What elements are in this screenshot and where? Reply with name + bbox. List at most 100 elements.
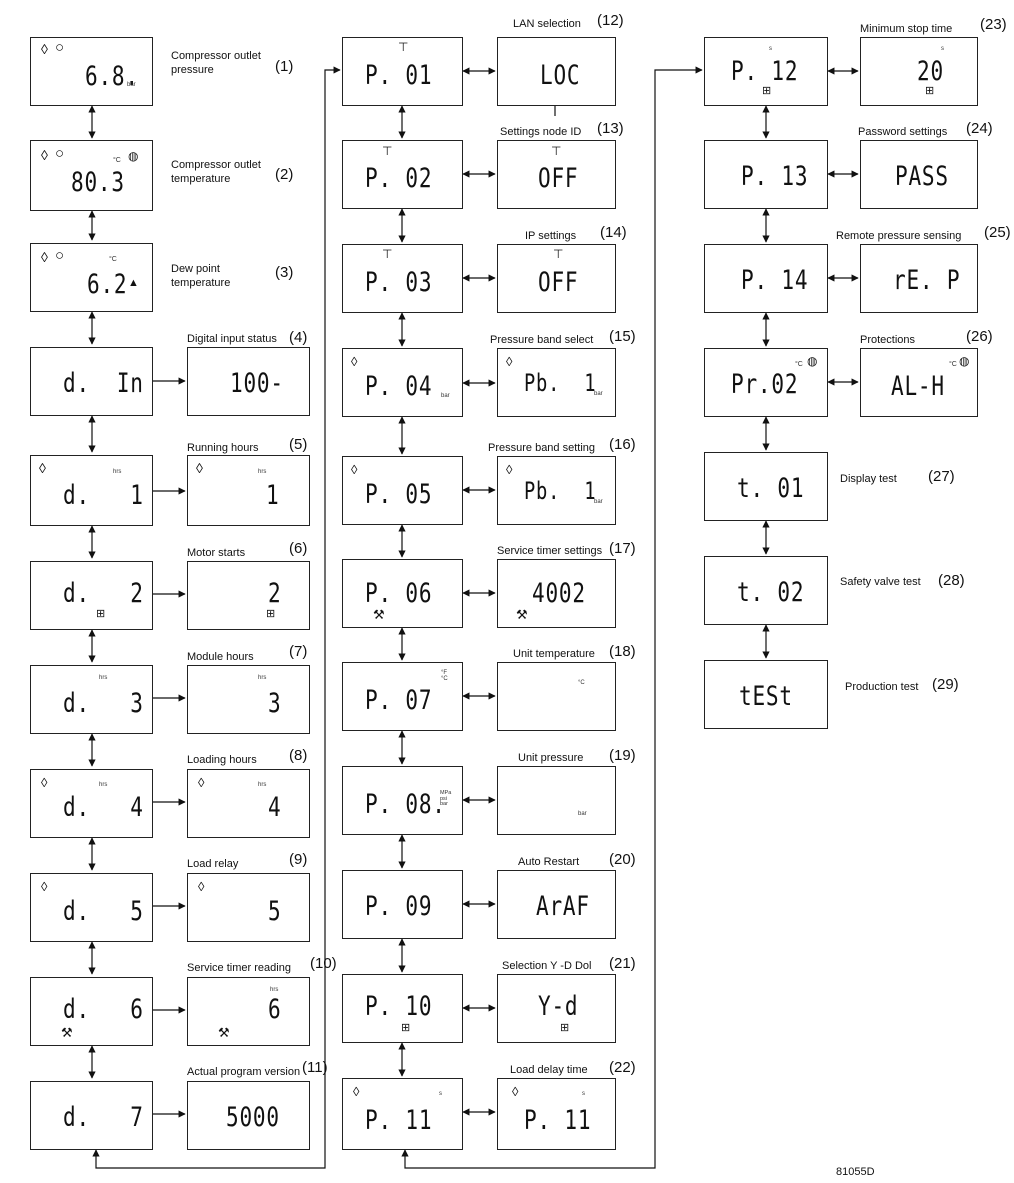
number-21: (21) xyxy=(609,955,636,972)
value-service-timer: hrs 6 ⚒ xyxy=(187,977,310,1046)
display-value: d. 2 xyxy=(63,578,144,609)
motor-icon: ⊞ xyxy=(560,1022,570,1034)
display-d-7: d. 7 xyxy=(30,1081,153,1150)
unit-label: hrs xyxy=(258,675,267,681)
display-value: P. 07 xyxy=(365,685,433,716)
display-value: d. 4 xyxy=(63,792,144,823)
number-9: (9) xyxy=(289,851,308,868)
compressor-icon: ◊ xyxy=(41,41,48,57)
fan-icon: ○ xyxy=(55,39,65,56)
value-motor-starts: 2 ⊞ xyxy=(187,561,310,630)
display-value: 5 xyxy=(268,896,282,927)
compressor-icon: ◊ xyxy=(198,879,205,894)
dew-drop-icon: ▲ xyxy=(128,277,139,289)
number-3: (3) xyxy=(275,264,294,281)
number-15: (15) xyxy=(609,328,636,345)
unit-label: MPa psi bar xyxy=(440,790,452,807)
thermometer-icon: ◍ xyxy=(959,354,970,368)
compressor-icon: ◊ xyxy=(39,460,46,476)
label-15: Pressure band select xyxy=(490,334,594,346)
number-27: (27) xyxy=(928,468,955,485)
value-unit-pressure: bar xyxy=(497,766,616,835)
display-value: Y-d xyxy=(538,991,579,1022)
value-running-hours: ◊ hrs 1 xyxy=(187,455,310,526)
label-12: LAN selection xyxy=(513,18,581,30)
unit-label: s xyxy=(439,1091,442,1097)
value-digital-input: 100- xyxy=(187,347,310,416)
unit-label: °C xyxy=(949,361,957,368)
display-p10: P. 10 ⊞ xyxy=(342,974,463,1043)
unit-label: hrs xyxy=(113,469,122,475)
display-d-3: hrs d. 3 xyxy=(30,665,153,734)
display-value: d. 7 xyxy=(63,1102,144,1133)
compressor-icon: ◊ xyxy=(198,775,205,790)
thermometer-icon: ◍ xyxy=(807,354,818,368)
label-21: Selection Y -D Dol xyxy=(502,960,592,972)
display-value: P. 03 xyxy=(365,267,433,298)
display-value: P. 05 xyxy=(365,479,433,510)
display-value: t. 01 xyxy=(737,473,805,504)
motor-icon: ⊞ xyxy=(266,608,276,620)
compressor-icon: ◊ xyxy=(351,354,358,369)
label-11: Actual program version xyxy=(187,1066,301,1078)
display-value: P. 02 xyxy=(365,163,433,194)
unit-label: hrs xyxy=(270,987,279,993)
label-5: Running hours xyxy=(187,442,259,454)
number-8: (8) xyxy=(289,747,308,764)
fan-icon: ○ xyxy=(55,247,65,264)
motor-icon: ⊞ xyxy=(925,85,935,97)
number-10: (10) xyxy=(310,955,337,972)
display-value: ArAF xyxy=(536,891,590,922)
display-compressor-pressure: ◊ ○ 6.8. bar xyxy=(30,37,153,106)
display-pr02: Pr.02 °C ◍ xyxy=(704,348,828,417)
value-load-relay: ◊ 5 xyxy=(187,873,310,942)
value-pressure-band-setting: ◊ Pb. 1 bar xyxy=(497,456,616,525)
label-2: Compressor outlet temperature xyxy=(171,159,261,185)
value-unit-temperature: °C xyxy=(497,662,616,731)
wrench-icon: ⚒ xyxy=(61,1025,73,1040)
display-value: 3 xyxy=(268,688,282,719)
number-6: (6) xyxy=(289,540,308,557)
display-value: OFF xyxy=(538,267,579,298)
label-19: Unit pressure xyxy=(518,752,584,764)
value-program-version: 5000 xyxy=(187,1081,310,1150)
value-ip-settings: ⊤ OFF xyxy=(497,244,616,313)
display-value: OFF xyxy=(538,163,579,194)
display-value: LOC xyxy=(540,60,581,91)
display-value: d. 3 xyxy=(63,688,144,719)
drawing-code: 81055D xyxy=(836,1166,875,1178)
display-value: 6 xyxy=(268,994,282,1025)
display-d-in: d. In xyxy=(30,347,153,416)
value-lan-selection: LOC xyxy=(497,37,616,106)
motor-icon: ⊞ xyxy=(401,1022,411,1034)
display-p05: ◊ P. 05 xyxy=(342,456,463,525)
label-28: Safety valve test xyxy=(840,576,921,588)
motor-icon: ⊞ xyxy=(762,85,772,97)
display-value: 100- xyxy=(230,368,284,399)
value-password-settings: PASS xyxy=(860,140,978,209)
display-value: d. In xyxy=(63,368,144,399)
value-protections: AL-H °C ◍ xyxy=(860,348,978,417)
compressor-icon: ◊ xyxy=(506,354,513,369)
number-16: (16) xyxy=(609,436,636,453)
display-d-6: d. 6 ⚒ xyxy=(30,977,153,1046)
display-p09: P. 09 xyxy=(342,870,463,939)
wrench-icon: ⚒ xyxy=(516,607,528,622)
unit-label: °C xyxy=(795,361,803,368)
label-16: Pressure band setting xyxy=(488,442,596,454)
display-value: 1 xyxy=(266,480,280,511)
display-p14: P. 14 xyxy=(704,244,828,313)
number-5: (5) xyxy=(289,436,308,453)
value-module-hours: hrs 3 xyxy=(187,665,310,734)
label-13: Settings node ID xyxy=(500,126,582,138)
compressor-icon: ◊ xyxy=(351,462,358,477)
number-28: (28) xyxy=(938,572,965,589)
label-23: Minimum stop time xyxy=(860,23,953,35)
label-25: Remote pressure sensing xyxy=(836,230,962,242)
display-value: t. 02 xyxy=(737,577,805,608)
display-value: Pr.02 xyxy=(731,369,799,400)
label-22: Load delay time xyxy=(510,1064,588,1076)
label-17: Service timer settings xyxy=(497,545,603,557)
value-y-d-dol: Y-d ⊞ xyxy=(497,974,616,1043)
unit-label: °C xyxy=(113,157,121,164)
